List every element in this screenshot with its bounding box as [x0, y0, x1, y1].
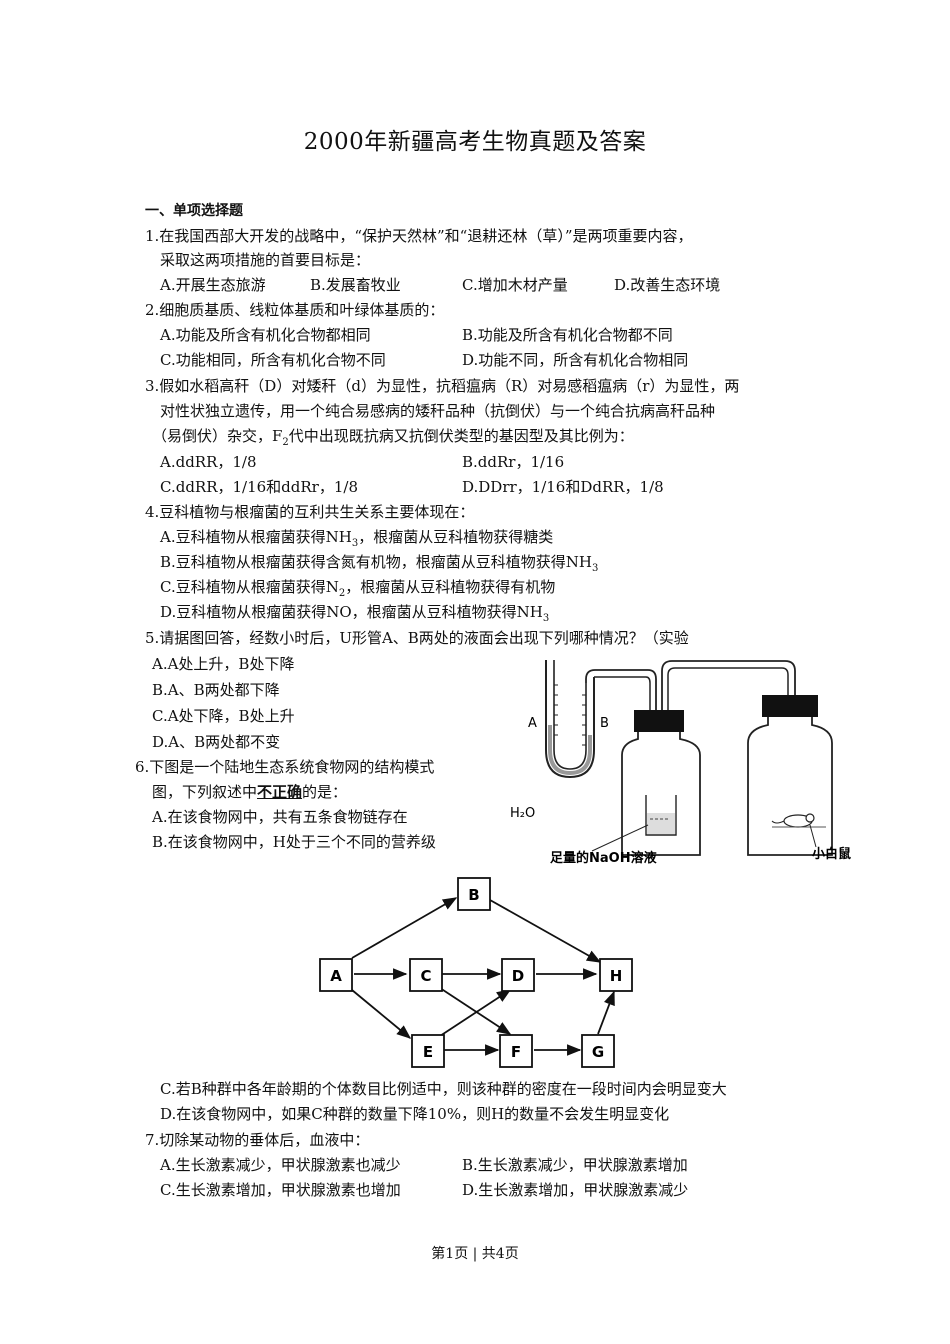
q7-stem: 7.切除某动物的垂体后，血液中： — [145, 1131, 370, 1149]
q5-option-d: D.A、B两处都不变 — [152, 733, 281, 751]
arrow-b-h — [489, 899, 602, 963]
q3-option-d: D.DDrr，1/16和DdRR，1/8 — [462, 478, 664, 496]
q7-option-d: D.生长激素增加，甲状腺激素减少 — [462, 1181, 689, 1199]
q4-option-d: D.豆科植物从根瘤菌获得NO，根瘤菌从豆科植物获得NH3 — [160, 603, 550, 624]
node-d: D — [512, 967, 524, 985]
u-tube-label-b: B — [600, 716, 609, 731]
water-label: H₂O — [510, 806, 535, 821]
q2-option-c: C.功能相同，所含有机化合物不同 — [160, 351, 386, 369]
u-tube-label-a: A — [528, 716, 537, 731]
q4-option-b: B.豆科植物从根瘤菌获得含氮有机物，根瘤菌从豆科植物获得NH3 — [160, 553, 599, 574]
arrow-a-b — [351, 897, 458, 959]
q7-option-b: B.生长激素减少，甲状腺激素增加 — [462, 1156, 688, 1174]
arrow-e-d — [439, 989, 512, 1037]
node-h: H — [610, 967, 623, 985]
q2-stem: 2.细胞质基质、线粒体基质和叶绿体基质的： — [145, 301, 445, 319]
q3-option-a: A.ddRR，1/8 — [160, 453, 257, 471]
q5-stem: 5.请据图回答，经数小时后，U形管A、B两处的液面会出现下列哪种情况？（实验 — [145, 629, 689, 647]
arrow-g-h — [597, 990, 615, 1035]
node-b: B — [468, 886, 479, 904]
q3-stem-line3: （易倒伏）杂交，F2代中出现既抗病又抗倒伏类型的基因型及其比例为： — [152, 427, 634, 448]
q7-option-c: C.生长激素增加，甲状腺激素也增加 — [160, 1181, 401, 1199]
u-tube-apparatus-figure: A B H₂O 足量的NaOH溶液 小白鼠 — [510, 660, 851, 866]
page-title: 2000年新疆高考生物真题及答案 — [303, 129, 647, 155]
node-e: E — [423, 1043, 433, 1061]
page-footer: 第1页 | 共4页 — [431, 1246, 519, 1262]
node-c: C — [420, 967, 431, 985]
q4-stem: 4.豆科植物与根瘤菌的互利共生关系主要体现在： — [145, 503, 475, 521]
q7-option-a: A.生长激素减少，甲状腺激素也减少 — [160, 1156, 401, 1174]
node-f: F — [511, 1043, 521, 1061]
q1-stem-line1: 1.在我国西部大开发的战略中，“保护天然林”和“退耕还林（草）”是两项重要内容， — [145, 227, 693, 245]
q6-stem-line1: 6.下图是一个陆地生态系统食物网的结构模式 — [135, 758, 435, 776]
q2-option-a: A.功能及所含有机化合物都相同 — [160, 326, 371, 344]
q6-option-a: A.在该食物网中，共有五条食物链存在 — [152, 808, 408, 826]
q3-stem-line2: 对性状独立遗传，用一个纯合易感病的矮秆品种（抗倒伏）与一个纯合抗病高秆品种 — [160, 402, 716, 420]
arrow-c-f — [439, 987, 512, 1035]
node-g: G — [592, 1043, 604, 1061]
q6-option-d: D.在该食物网中，如果C种群的数量下降10%，则H的数量不会发生明显变化 — [160, 1105, 670, 1123]
q2-option-b: B.功能及所含有机化合物都不同 — [462, 326, 673, 344]
q5-option-c: C.A处下降，B处上升 — [152, 707, 295, 725]
q3-option-c: C.ddRR，1/16和ddRr，1/8 — [160, 478, 358, 496]
q4-option-a: A.豆科植物从根瘤菌获得NH3，根瘤菌从豆科植物获得糖类 — [160, 528, 554, 549]
arrow-a-e — [351, 989, 412, 1039]
q1-stem-line2: 采取这两项措施的首要目标是： — [160, 251, 371, 269]
q6-stem-line2: 图，下列叙述中不正确的是： — [152, 783, 348, 801]
q5-option-a: A.A处上升，B处下降 — [152, 655, 295, 673]
q5-option-b: B.A、B两处都下降 — [152, 681, 280, 699]
q6-option-c: C.若B种群中各年龄期的个体数目比例适中，则该种群的密度在一段时间内会明显变大 — [160, 1080, 727, 1098]
q1-option-d: D.改善生态环境 — [614, 276, 721, 294]
section-heading: 一、单项选择题 — [145, 203, 243, 219]
node-a: A — [330, 967, 342, 985]
q6-option-b: B.在该食物网中，H处于三个不同的营养级 — [152, 833, 436, 851]
q4-option-c: C.豆科植物从根瘤菌获得N2，根瘤菌从豆科植物获得有机物 — [160, 578, 556, 599]
q1-option-a: A.开展生态旅游 — [160, 276, 266, 294]
q2-option-d: D.功能不同，所含有机化合物相同 — [462, 351, 689, 369]
q3-option-b: B.ddRr，1/16 — [462, 453, 565, 471]
mouse-label: 小白鼠 — [812, 846, 851, 862]
q3-stem-line1: 3.假如水稻高秆（D）对矮秆（d）为显性，抗稻瘟病（R）对易感稻瘟病（r）为显性… — [145, 377, 740, 395]
food-web-diagram: A B C D E F G H — [319, 877, 633, 1068]
q1-option-b: B.发展畜牧业 — [310, 276, 401, 294]
naoh-label: 足量的NaOH溶液 — [550, 850, 657, 866]
q1-option-c: C.增加木材产量 — [462, 276, 568, 294]
